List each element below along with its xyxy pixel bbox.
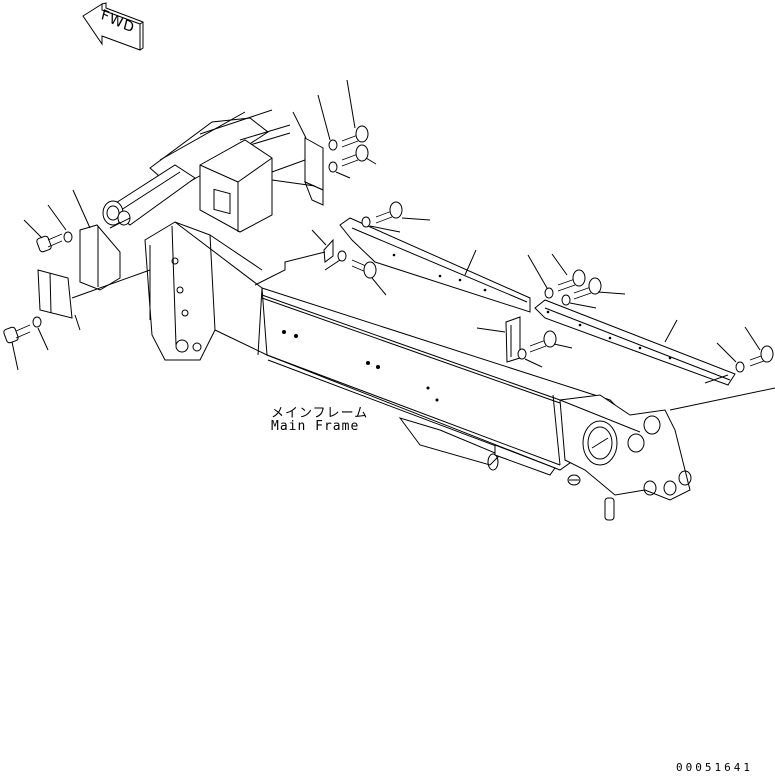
bolt-icon	[375, 201, 403, 224]
bracket-icon	[304, 137, 324, 191]
washer-icon	[328, 139, 338, 151]
bolt-icon	[557, 269, 586, 292]
washer-icon	[735, 361, 745, 373]
bolt-icon	[573, 277, 602, 300]
left-bracket-assembly	[3, 189, 151, 371]
drawing-number: 00051641	[676, 761, 753, 774]
bracket-icon	[79, 224, 121, 291]
part-name-english: Main Frame	[271, 419, 360, 434]
fwd-arrow-icon	[82, 2, 144, 51]
bolt-icon	[341, 144, 369, 167]
bolt-icon	[351, 259, 377, 279]
rear-rail-assembly	[476, 253, 774, 433]
washer-icon	[337, 250, 347, 262]
bolt-icon	[529, 330, 557, 353]
upper-bracket-assembly	[271, 79, 377, 206]
washer-icon	[63, 231, 73, 243]
bracket-icon	[323, 238, 334, 263]
part-name-japanese: メインフレーム	[271, 406, 369, 421]
bolt-icon	[3, 324, 31, 344]
washer-icon	[561, 294, 571, 306]
rail-icon	[339, 217, 531, 313]
washer-icon	[544, 287, 554, 299]
bolt-icon	[341, 125, 369, 148]
bolt-icon	[36, 233, 63, 253]
bolt-icon	[749, 345, 774, 367]
washer-icon	[517, 348, 527, 360]
plate-icon	[37, 269, 73, 319]
front-rail-assembly	[254, 201, 531, 313]
washer-icon	[32, 316, 42, 328]
washer-icon	[361, 216, 371, 228]
washer-icon	[328, 161, 338, 173]
main-frame-body	[102, 109, 775, 521]
